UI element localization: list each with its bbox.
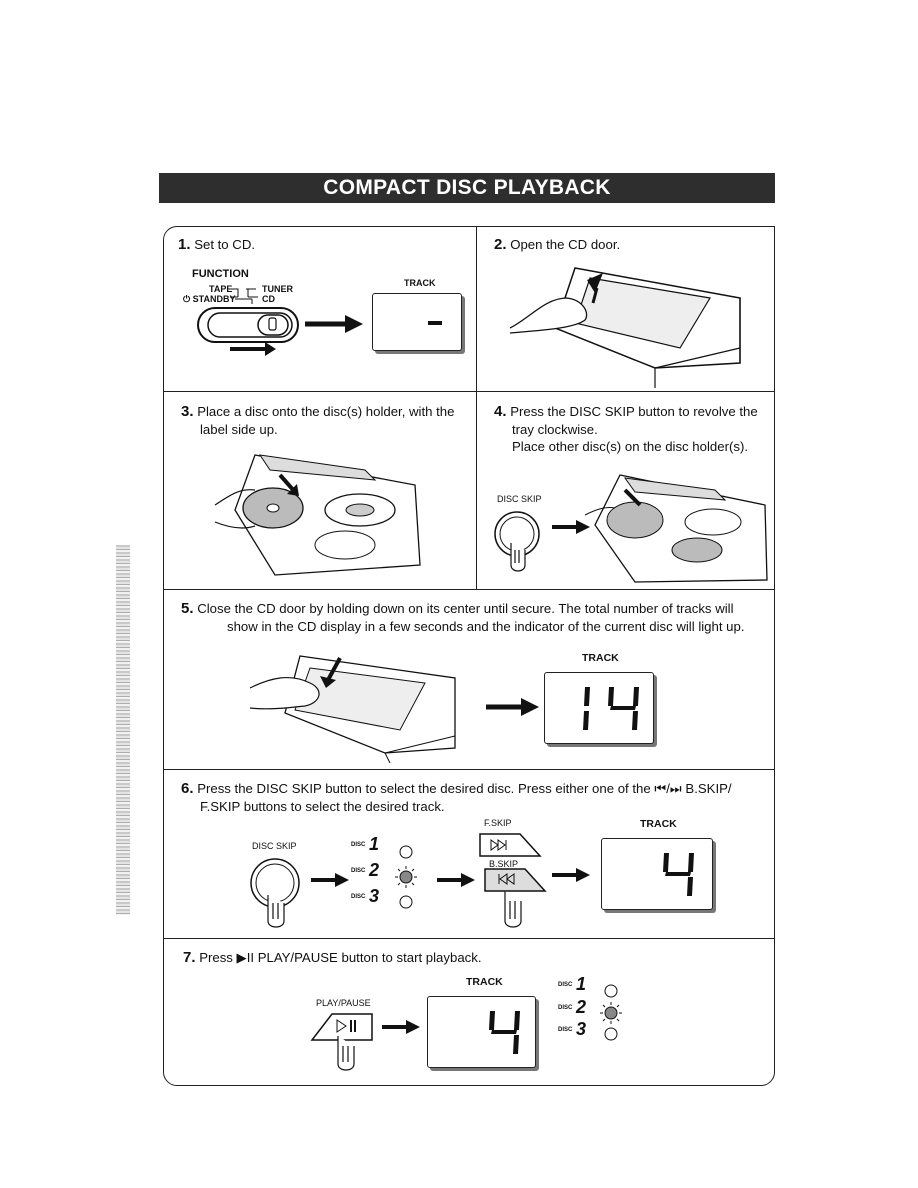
step-3: 3. Place a disc onto the disc(s) holder,… xyxy=(181,403,454,438)
disc-3-number: 3 xyxy=(369,886,380,906)
step-number: 6. xyxy=(181,780,194,797)
disc-2-number: 2 xyxy=(576,997,587,1017)
step-text: show in the CD display in a few seconds … xyxy=(227,618,745,634)
disc-2-number: 2 xyxy=(369,860,380,880)
instruction-frame xyxy=(163,226,775,1086)
close-door-illustration xyxy=(249,655,456,764)
track-label: TRACK xyxy=(466,976,503,988)
step-text: Press ▶II PLAY/PAUSE button to start pla… xyxy=(199,950,482,965)
step-1: 1. Set to CD. xyxy=(178,236,255,254)
play-pause-label: PLAY/PAUSE xyxy=(316,998,371,1008)
disc-2-prefix: DISC xyxy=(351,868,366,874)
step-text: tray clockwise. xyxy=(512,421,598,437)
arrow-icon xyxy=(552,868,590,882)
arrow-icon xyxy=(437,873,475,887)
step-text: Place a disc onto the disc(s) holder, wi… xyxy=(197,404,455,419)
step-text: Set to CD. xyxy=(194,237,256,252)
disc-indicator-icon xyxy=(395,845,417,909)
disc-3-prefix: DISC xyxy=(558,1027,573,1033)
disc-1-prefix: DISC xyxy=(351,842,366,848)
function-label: FUNCTION xyxy=(192,268,249,280)
divider xyxy=(164,769,774,770)
step-6: 6. Press the DISC SKIP button to select … xyxy=(181,780,732,815)
divider xyxy=(476,227,477,590)
divider xyxy=(164,391,774,392)
tape-label: TAPE xyxy=(209,284,233,294)
disc-1-number: 1 xyxy=(576,974,587,994)
step-text: Close the CD door by holding down on its… xyxy=(197,601,734,616)
step-text: Place other disc(s) on the disc holder(s… xyxy=(512,439,749,454)
disc-3-prefix: DISC xyxy=(351,894,366,900)
arrow-icon xyxy=(552,520,590,534)
scan-artifact xyxy=(116,545,130,915)
step-2: 2. Open the CD door. xyxy=(494,236,620,254)
track-label: TRACK xyxy=(640,818,677,830)
step-number: 7. xyxy=(183,949,196,966)
tuner-label: TUNER xyxy=(262,284,293,294)
place-disc-illustration xyxy=(214,454,421,576)
disc-skip-label: DISC SKIP xyxy=(252,841,297,851)
arrow-icon xyxy=(382,1020,420,1034)
b-skip-label: B.SKIP xyxy=(489,859,519,869)
play-pause-button-icon xyxy=(310,1013,373,1071)
track-display xyxy=(544,672,654,744)
page-title: COMPACT DISC PLAYBACK xyxy=(159,173,775,203)
divider xyxy=(164,589,774,590)
step-number: 5. xyxy=(181,600,194,617)
step-text: Press the DISC SKIP button to revolve th… xyxy=(510,404,758,419)
function-switch-icon xyxy=(197,288,299,356)
disc-1-number: 1 xyxy=(369,834,380,854)
skip-buttons-icon xyxy=(479,833,547,928)
disc-skip-button-icon xyxy=(250,858,300,928)
step-number: 3. xyxy=(181,403,194,420)
cd-door-open-illustration xyxy=(509,267,741,388)
track-display xyxy=(601,838,713,910)
disc-skip-label: DISC SKIP xyxy=(497,494,542,504)
step-7: 7. Press ▶II PLAY/PAUSE button to start … xyxy=(183,949,482,967)
display-digit-4 xyxy=(489,1011,520,1054)
disc-3-number: 3 xyxy=(576,1019,587,1039)
track-label: TRACK xyxy=(582,652,619,664)
disc-2-prefix: DISC xyxy=(558,1005,573,1011)
display-digit-4 xyxy=(663,853,694,896)
rotate-tray-illustration xyxy=(584,474,768,583)
divider xyxy=(164,938,774,939)
disc-1-prefix: DISC xyxy=(558,982,573,988)
f-skip-label: F.SKIP xyxy=(484,818,512,828)
display-dash-icon xyxy=(428,321,442,325)
track-display xyxy=(372,293,462,351)
step-number: 1. xyxy=(178,236,191,253)
disc-skip-button-icon xyxy=(494,511,540,572)
step-4: 4. Press the DISC SKIP button to revolve… xyxy=(494,403,758,456)
step-text: Press the DISC SKIP button to select the… xyxy=(197,781,732,796)
track-label: TRACK xyxy=(404,278,436,288)
step-text: F.SKIP buttons to select the desired tra… xyxy=(200,798,445,814)
disc-indicator-icon xyxy=(600,984,622,1041)
step-number: 2. xyxy=(494,236,507,253)
cd-label: CD xyxy=(262,294,275,304)
arrow-icon xyxy=(311,873,349,887)
arrow-icon xyxy=(305,315,363,333)
arrow-icon xyxy=(486,698,539,716)
standby-label: ⏻ STANDBY xyxy=(183,294,236,304)
step-5: 5. Close the CD door by holding down on … xyxy=(181,600,745,635)
track-display xyxy=(427,996,536,1068)
step-text: label side up. xyxy=(200,421,278,437)
step-number: 4. xyxy=(494,403,507,420)
display-digits-14 xyxy=(583,687,639,730)
step-text: Open the CD door. xyxy=(510,237,621,252)
